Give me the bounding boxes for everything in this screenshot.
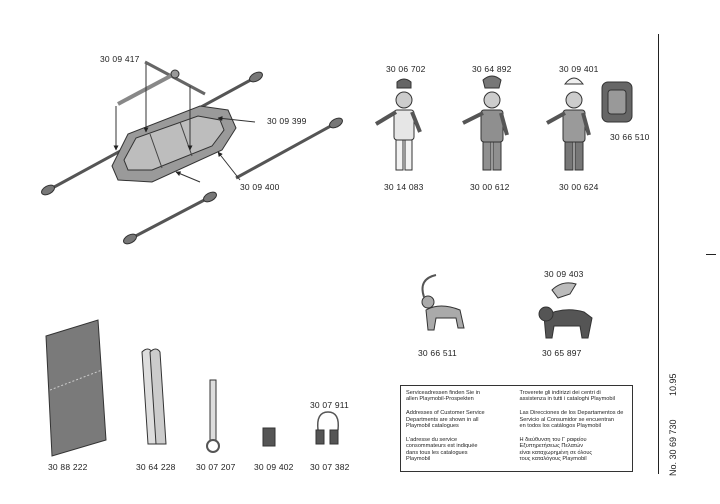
oar-bottom [123,191,217,245]
part-number-backpack: 30 66 510 [610,132,650,142]
oar-right [235,117,343,180]
dog-illustration [538,282,593,339]
service-info-box: Serviceadressen finden Sie in allen Play… [400,385,633,472]
part-number-figure-3: 30 00 624 [559,182,599,192]
raft-frame [117,60,206,106]
part-number-helmet-white: 30 09 401 [559,64,599,74]
figure-1-illustration [374,78,422,171]
tent-sheet-illustration [45,319,107,457]
figure-3-illustration [546,77,591,171]
part-number-cap: 30 06 702 [386,64,426,74]
document-number: No. 30 69 730 [668,419,678,476]
service-text-spanish: Las Direcciones de los Departamentos de … [519,410,624,430]
margin-divider [658,34,659,474]
part-number-raft-hull: 30 09 399 [267,116,307,126]
part-number-oars: 30 09 400 [240,182,280,192]
binoculars-illustration [315,411,340,445]
service-text-french: L'adresse du service consommateurs est i… [406,436,478,463]
fold-mark [706,254,716,255]
part-number-dog: 30 65 897 [542,348,582,358]
ski-pole-illustration [206,379,220,453]
part-number-ibex: 30 66 511 [418,348,457,358]
lantern-illustration [262,427,276,447]
raft-hull [111,105,237,183]
part-number-helmet-green: 30 64 892 [472,64,512,74]
print-date: 10.95 [668,373,678,396]
skis-illustration [141,348,167,445]
part-number-dog-harness: 30 09 403 [544,269,584,279]
part-number-binoculars-strap: 30 07 911 [310,400,349,410]
service-text-english: Addresses of Customer Service Department… [406,410,485,430]
service-text-greek: Η διεύθυνση του Γ ραφείου Εξυπηρετήσεως … [519,436,593,463]
part-number-binoculars: 30 07 382 [310,462,350,472]
part-number-figure-2: 30 00 612 [470,182,510,192]
part-number-lantern: 30 09 402 [254,462,294,472]
part-number-raft-frame: 30 09 417 [100,54,140,64]
figure-2-illustration [462,75,509,171]
part-number-ski-pole: 30 07 207 [196,462,236,472]
part-number-tent-sheet: 30 88 222 [48,462,88,472]
ibex-illustration [421,274,465,331]
part-number-skis: 30 64 228 [136,462,176,472]
backpack-illustration [601,81,633,123]
service-text-german: Serviceadressen finden Sie in allen Play… [406,390,481,403]
service-text-italian: Troverete gli indirizzi dei centri di as… [519,390,615,403]
part-number-figure-1: 30 14 083 [384,182,424,192]
raft-assembly [41,60,343,245]
